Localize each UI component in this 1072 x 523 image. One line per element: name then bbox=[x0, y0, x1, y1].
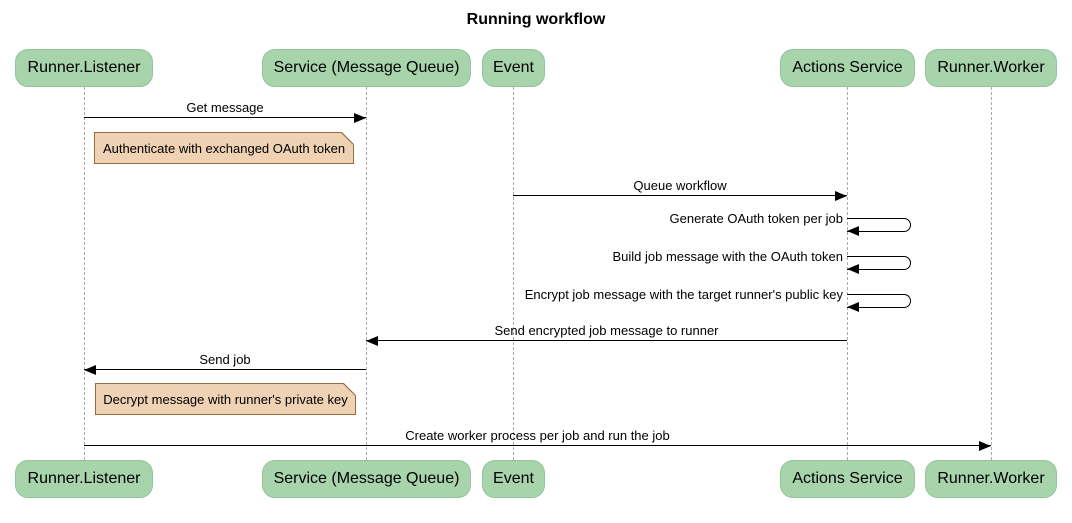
lifeline-event bbox=[513, 87, 514, 460]
self-loop-curve bbox=[847, 256, 911, 270]
participant-service-message-queue-bottom: Service (Message Queue) bbox=[262, 460, 471, 498]
note-authenticate-oauth: Authenticate with exchanged OAuth token bbox=[94, 132, 354, 164]
participant-actions-service-top: Actions Service bbox=[780, 49, 915, 87]
note-text: Authenticate with exchanged OAuth token bbox=[102, 140, 346, 156]
message-label: Send encrypted job message to runner bbox=[494, 323, 719, 338]
self-loop-curve bbox=[847, 218, 911, 232]
lifeline-runner-listener bbox=[84, 87, 85, 460]
message-line bbox=[513, 195, 847, 196]
arrowhead-right bbox=[835, 191, 847, 201]
arrowhead-left bbox=[847, 302, 859, 312]
participant-runner-worker-top: Runner.Worker bbox=[925, 49, 1057, 87]
participant-runner-worker-bottom: Runner.Worker bbox=[925, 460, 1057, 498]
arrowhead-right bbox=[979, 441, 991, 451]
diagram-title: Running workflow bbox=[466, 11, 606, 28]
arrowhead-left bbox=[847, 264, 859, 274]
message-line bbox=[84, 117, 366, 118]
message-label: Encrypt job message with the target runn… bbox=[524, 287, 843, 302]
participant-runner-listener-top: Runner.Listener bbox=[15, 49, 153, 87]
message-label: Get message bbox=[186, 100, 264, 115]
message-label: Send job bbox=[199, 352, 251, 367]
note-text: Decrypt message with runner's private ke… bbox=[103, 391, 348, 407]
note-fold-icon bbox=[343, 383, 356, 396]
message-label: Generate OAuth token per job bbox=[669, 211, 843, 226]
lifeline-runner-worker bbox=[991, 87, 992, 460]
participant-event-bottom: Event bbox=[482, 460, 545, 498]
message-label: Create worker process per job and run th… bbox=[405, 428, 670, 443]
participant-actions-service-bottom: Actions Service bbox=[780, 460, 915, 498]
note-decrypt-message: Decrypt message with runner's private ke… bbox=[95, 383, 356, 415]
message-line bbox=[84, 445, 991, 446]
participant-runner-listener-bottom: Runner.Listener bbox=[15, 460, 153, 498]
message-line bbox=[366, 340, 847, 341]
message-label: Queue workflow bbox=[633, 178, 727, 193]
message-label: Build job message with the OAuth token bbox=[612, 249, 843, 264]
arrowhead-left bbox=[84, 365, 96, 375]
participant-service-message-queue-top: Service (Message Queue) bbox=[262, 49, 471, 87]
arrowhead-left bbox=[366, 336, 378, 346]
self-loop-curve bbox=[847, 294, 911, 308]
note-fold-icon bbox=[341, 132, 354, 145]
arrowhead-left bbox=[847, 226, 859, 236]
participant-event-top: Event bbox=[482, 49, 545, 87]
lifeline-service-message-queue bbox=[366, 87, 367, 460]
message-line bbox=[84, 369, 366, 370]
arrowhead-right bbox=[354, 113, 366, 123]
